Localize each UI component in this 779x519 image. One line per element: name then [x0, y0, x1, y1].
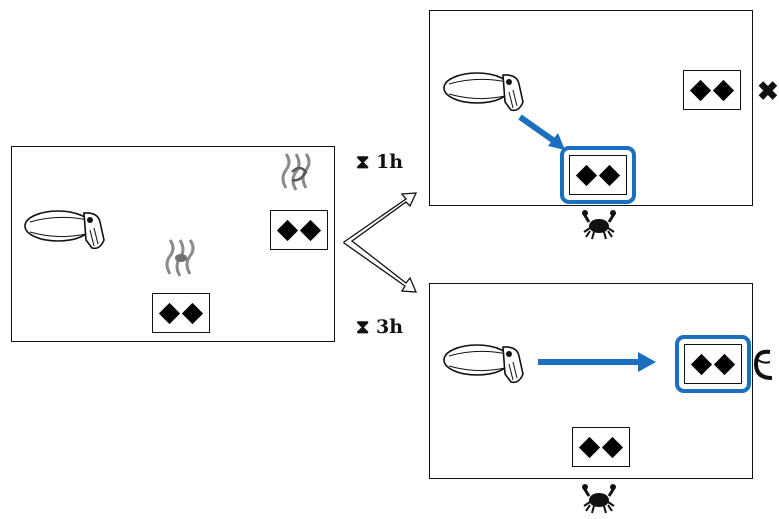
chosen-card-highlight [675, 335, 751, 393]
stimulus-card-near [270, 210, 328, 250]
stimulus-card-chosen [569, 155, 627, 195]
hourglass-icon: ⧗ [356, 151, 370, 173]
branch-arrows [343, 192, 418, 293]
delay-long-text: 3h [375, 316, 404, 338]
crab-icon [580, 208, 618, 241]
delay-long-label: ⧗ 3h [356, 316, 403, 338]
stimulus-card-center [572, 427, 630, 467]
delay-short-text: 1h [375, 151, 404, 173]
cuttlefish-icon [24, 210, 105, 250]
hourglass-icon: ⧗ [356, 316, 370, 338]
crab-icon [580, 482, 618, 515]
chosen-card-highlight [560, 146, 636, 204]
choice-arrow [538, 352, 656, 372]
stimulus-card-unrewarded [683, 70, 741, 110]
stimulus-card-chosen [684, 344, 742, 384]
stimulus-card-center [152, 293, 210, 333]
cross-icon: ✖ [757, 77, 779, 107]
cuttlefish-icon [443, 72, 524, 112]
crab-odor-icon [175, 254, 187, 262]
cuttlefish-icon [443, 344, 524, 384]
choice-arrow [518, 114, 565, 150]
shrimp-icon [753, 349, 773, 380]
delay-short-label: ⧗ 1h [356, 151, 403, 173]
shrimp-odor-icon [291, 166, 308, 182]
